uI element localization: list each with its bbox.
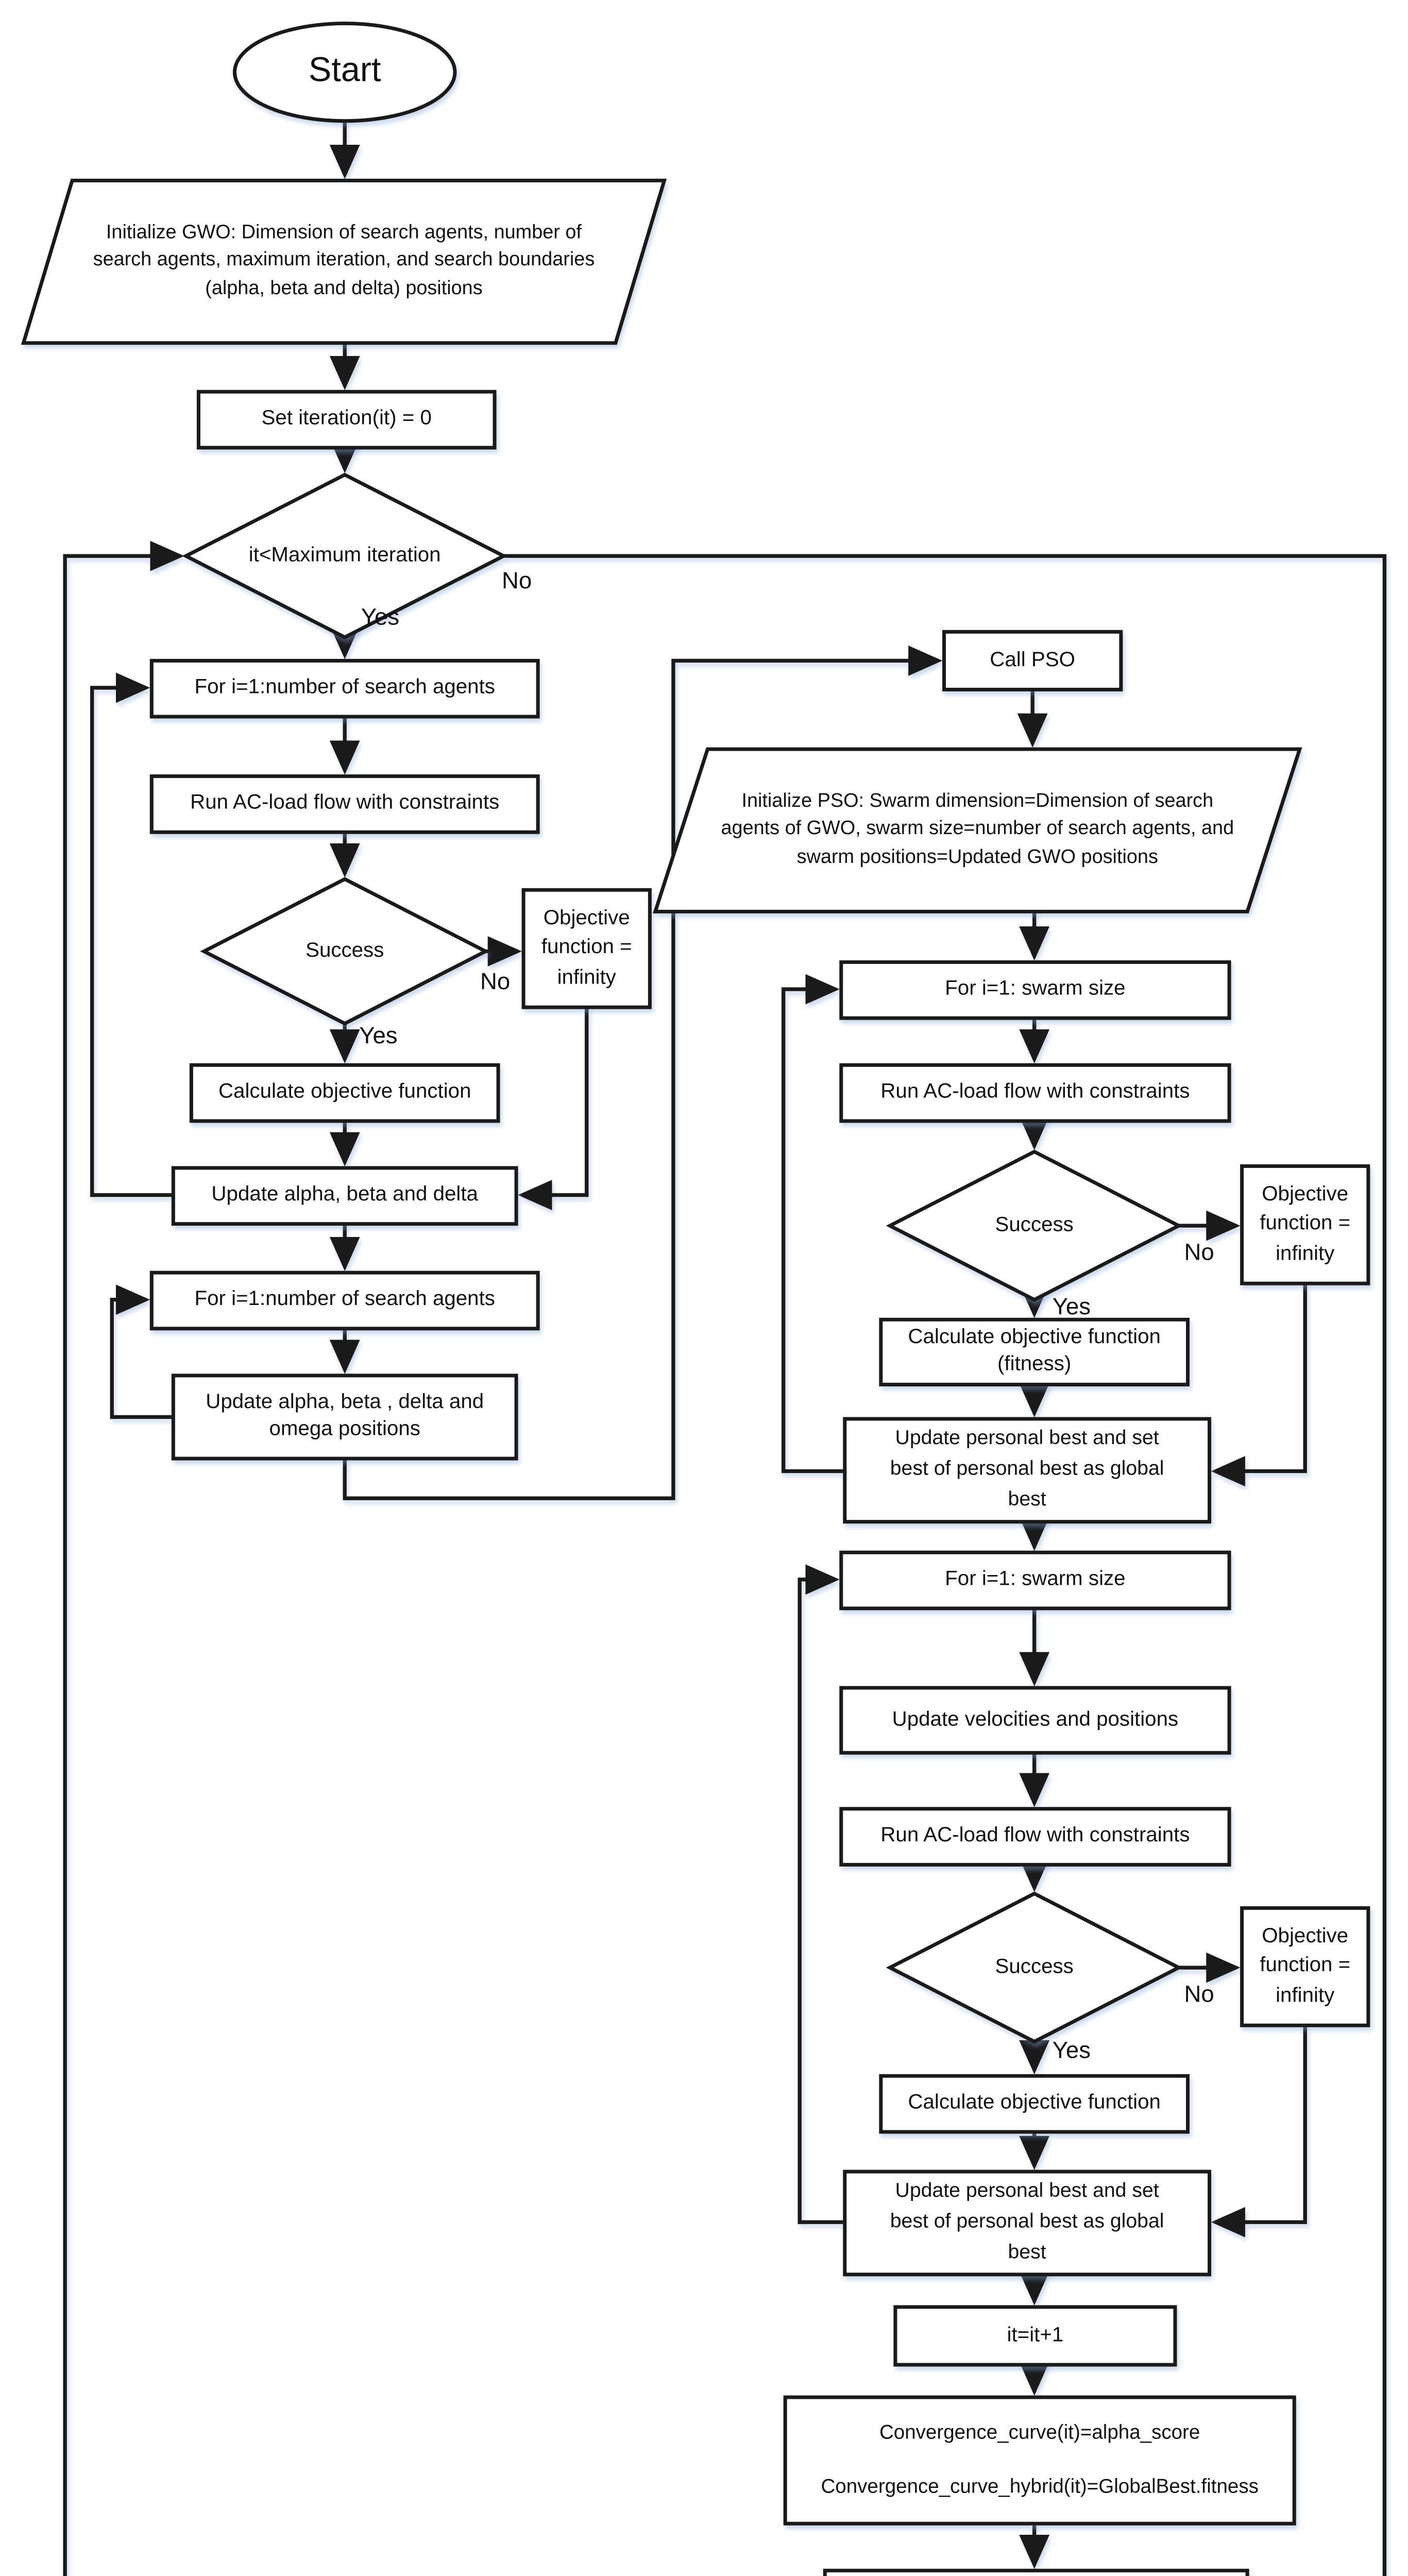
iteration-increment-shape xyxy=(893,2305,1177,2367)
call-pso-shape xyxy=(942,630,1123,691)
for-swarm-size-2-shape xyxy=(839,1550,1231,1611)
run-ac-pso2-shape xyxy=(839,1807,1231,1867)
start-terminator-shape xyxy=(232,22,457,123)
for-search-agents-2-shape xyxy=(149,1270,540,1331)
convergence-shape xyxy=(783,2395,1296,2526)
edge-loop-update-abd-to-for1 xyxy=(90,672,174,1197)
update-velocities-shape xyxy=(839,1686,1231,1755)
update-personal-best-1-shape xyxy=(843,1417,1212,1524)
success-gwo-diamond-shape xyxy=(200,877,490,1026)
edge-obj-inf1-to-update-pb1 xyxy=(1211,1283,1307,1487)
update-abd-omega-shape xyxy=(171,1374,518,1461)
calc-objective-fitness-shape xyxy=(879,1317,1190,1386)
init-pso-parallelogram-shape xyxy=(653,747,1302,913)
edge-obj-inf2-to-update-pb2 xyxy=(1211,2025,1307,2238)
edge-obj-inf-gwo-to-update-abd xyxy=(518,1007,589,1210)
for-swarm-size-1-shape xyxy=(839,960,1231,1020)
update-personal-best-2-shape xyxy=(843,2170,1212,2277)
calc-objective-gwo-shape xyxy=(189,1063,500,1123)
set-iteration-shape xyxy=(196,389,497,450)
success-pso1-diamond-shape xyxy=(886,1149,1183,1302)
connectors xyxy=(63,121,1387,2576)
edge-loop-gwo-positions-to-decision xyxy=(63,540,184,2576)
run-ac-gwo-shape xyxy=(149,774,540,834)
edge-loop-update-abdo-to-for2 xyxy=(110,1284,174,1419)
shapes xyxy=(21,22,1370,2576)
max-iteration-diamond-shape xyxy=(182,472,508,639)
init-gwo-parallelogram-shape xyxy=(21,178,667,345)
for-search-agents-1-shape xyxy=(149,658,540,719)
edge-decision-no-to-end xyxy=(503,554,1387,2576)
gwo-positions-shape xyxy=(823,2568,1249,2576)
success-pso2-diamond-shape xyxy=(886,1891,1183,2044)
edge-loop-update-pb1-to-for-swarm1 xyxy=(781,974,845,1473)
run-ac-pso1-shape xyxy=(839,1063,1231,1123)
edge-update-abdo-to-call-pso xyxy=(343,645,943,1500)
objective-infinity-pso2-shape xyxy=(1240,1906,1370,2027)
objective-infinity-pso1-shape xyxy=(1240,1164,1370,1285)
calc-objective-pso2-shape xyxy=(879,2074,1190,2134)
edge-loop-update-pb2-to-for-swarm2 xyxy=(798,1564,845,2224)
update-alpha-beta-delta-shape xyxy=(171,1166,518,1226)
objective-infinity-gwo-shape xyxy=(521,888,652,1009)
